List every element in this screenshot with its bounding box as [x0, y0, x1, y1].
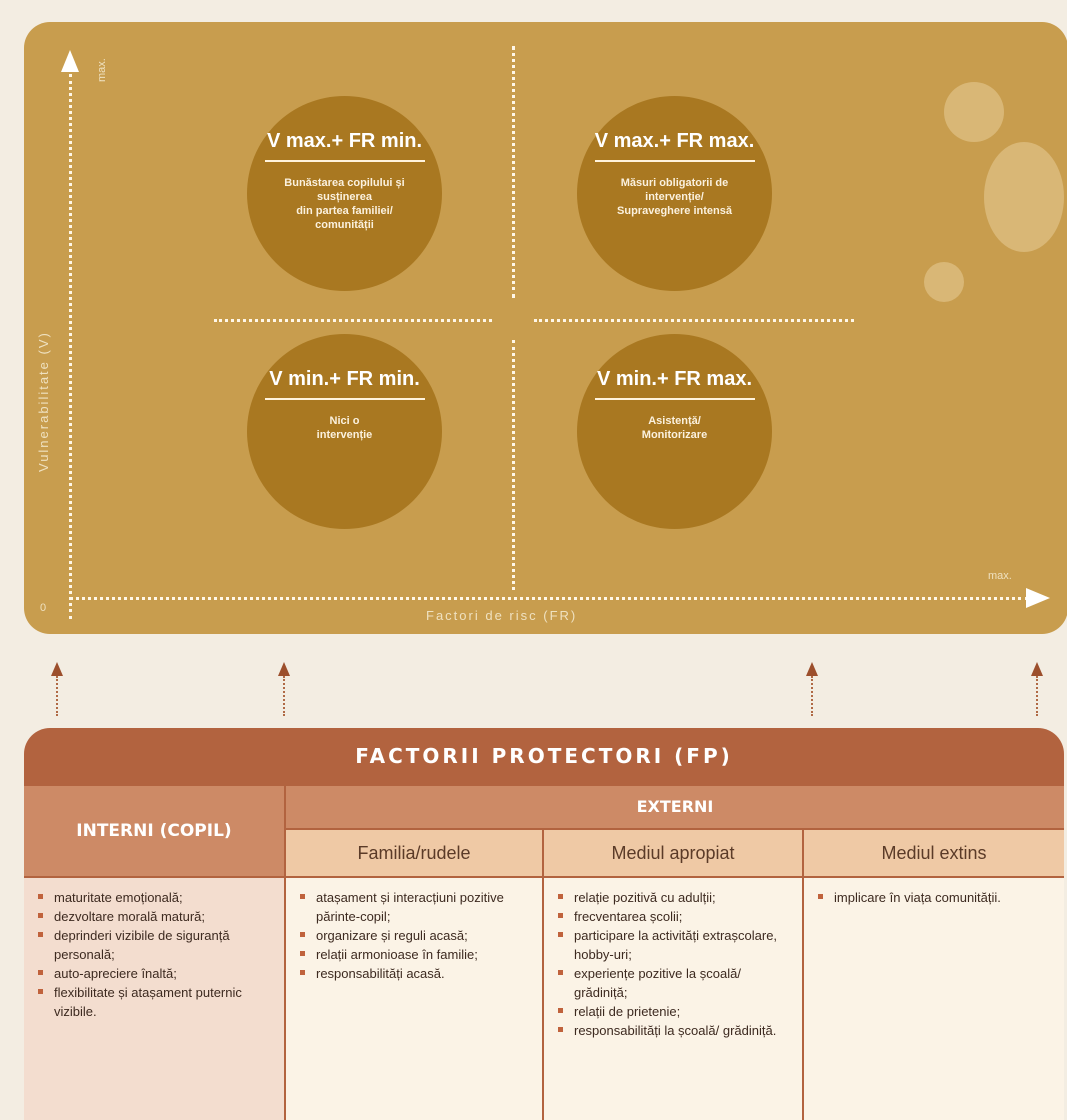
x-axis-arrow-icon: [1026, 588, 1050, 608]
y-axis-arrow-icon: [61, 50, 79, 72]
risk-vulnerability-matrix: Vulnerabilitate (V) max. Factori de risc…: [24, 22, 1067, 634]
quadrant-circle-high-vulnerability-high-risk: V max.+ FR max. Măsuri obligatorii de in…: [577, 96, 772, 291]
up-arrow-icon: [1028, 662, 1046, 716]
quadrant-divider-horizontal: [534, 319, 854, 322]
factor-list: atașament și interacțiuni pozitive părin…: [298, 888, 528, 983]
table-title: FACTORII PROTECTORI (FP): [355, 744, 733, 768]
internal-factors-header: INTERNI (COPIL): [24, 786, 284, 876]
list-item: auto-apreciere înaltă;: [36, 964, 270, 983]
internal-factors-list-cell: maturitate emoțională; dezvoltare morală…: [24, 878, 284, 1120]
x-axis: [69, 597, 1029, 600]
quadrant-description: Măsuri obligatorii de intervenție/ Supra…: [617, 177, 732, 217]
quadrant-description: Asistență/ Monitorizare: [641, 415, 708, 441]
y-axis-label: Vulnerabilitate (V): [36, 331, 51, 472]
list-item: experiențe pozitive la școală/ grădiniță…: [556, 964, 788, 1002]
quadrant-divider-vertical: [512, 340, 515, 590]
extended-environment-factors-list-cell: implicare în viața comunității.: [804, 878, 1064, 1120]
list-item: responsabilități la școală/ grădiniță.: [556, 1021, 788, 1040]
quadrant-circle-low-vulnerability-low-risk: V min.+ FR min. Nici o intervenție: [247, 334, 442, 529]
quadrant-description: Bunăstarea copilului și susținerea din p…: [284, 177, 405, 231]
factor-list: maturitate emoțională; dezvoltare morală…: [36, 888, 270, 1021]
quadrant-divider-horizontal: [214, 319, 492, 322]
quadrant-title: V min.+ FR min.: [264, 368, 425, 400]
factor-list: relație pozitivă cu adulții; frecventare…: [556, 888, 788, 1040]
y-axis-max-label: max.: [96, 58, 108, 82]
close-environment-factors-list-cell: relație pozitivă cu adulții; frecventare…: [544, 878, 802, 1120]
up-arrow-icon: [48, 662, 66, 716]
protective-factors-table: FACTORII PROTECTORI (FP) INTERNI (COPIL)…: [24, 728, 1064, 1120]
column-header-close-environment: Mediul apropiat: [544, 830, 802, 876]
list-item: responsabilități acasă.: [298, 964, 528, 983]
up-arrow-icon: [803, 662, 821, 716]
quadrant-description: Nici o intervenție: [316, 415, 373, 441]
decorative-stain: [944, 82, 1004, 142]
axis-origin-label: 0: [40, 602, 47, 614]
column-header-extended-environment: Mediul extins: [804, 830, 1064, 876]
external-factors-header: EXTERNI: [286, 786, 1064, 828]
column-header-family: Familia/rudele: [286, 830, 542, 876]
list-item: relații de prietenie;: [556, 1002, 788, 1021]
decorative-stain: [984, 142, 1064, 252]
up-arrow-icon: [275, 662, 293, 716]
quadrant-title: V max.+ FR min.: [264, 130, 425, 162]
list-item: frecventarea școlii;: [556, 907, 788, 926]
decorative-stain: [924, 262, 964, 302]
list-item: atașament și interacțiuni pozitive părin…: [298, 888, 528, 926]
quadrant-title: V min.+ FR max.: [594, 368, 755, 400]
quadrant-divider-vertical: [512, 46, 515, 298]
x-axis-label: Factori de risc (FR): [426, 608, 578, 623]
quadrant-title: V max.+ FR max.: [594, 130, 755, 162]
list-item: relație pozitivă cu adulții;: [556, 888, 788, 907]
list-item: deprinderi vizibile de siguranță persona…: [36, 926, 270, 964]
family-factors-list-cell: atașament și interacțiuni pozitive părin…: [286, 878, 542, 1120]
list-item: participare la activități extrașcolare, …: [556, 926, 788, 964]
list-item: implicare în viața comunității.: [816, 888, 1050, 907]
quadrant-circle-low-vulnerability-high-risk: V min.+ FR max. Asistență/ Monitorizare: [577, 334, 772, 529]
factor-list: implicare în viața comunității.: [816, 888, 1050, 907]
quadrant-circle-high-vulnerability-low-risk: V max.+ FR min. Bunăstarea copilului și …: [247, 96, 442, 291]
list-item: flexibilitate și atașament puternic vizi…: [36, 983, 270, 1021]
y-axis: [69, 74, 72, 619]
list-item: organizare și reguli acasă;: [298, 926, 528, 945]
list-item: dezvoltare morală matură;: [36, 907, 270, 926]
list-item: maturitate emoțională;: [36, 888, 270, 907]
x-axis-max-label: max.: [988, 570, 1012, 582]
list-item: relații armonioase în familie;: [298, 945, 528, 964]
